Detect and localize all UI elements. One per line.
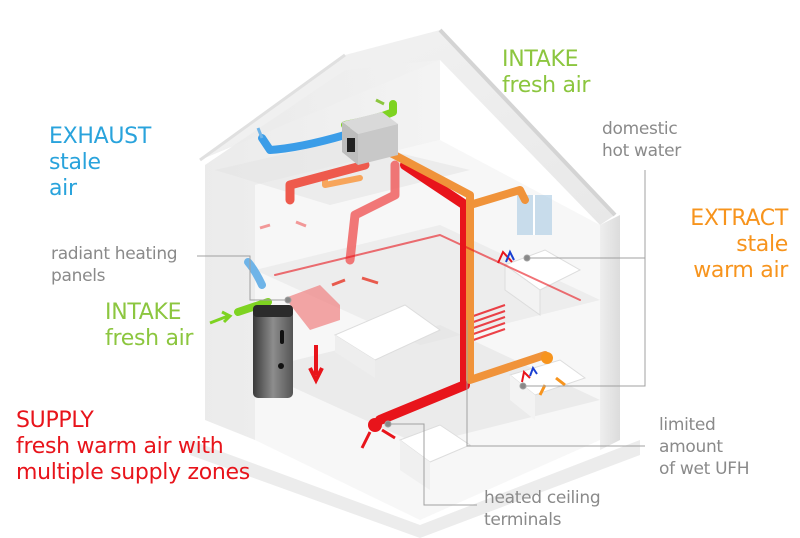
supply-duct-branch [345, 160, 400, 265]
supply-arrow-down [308, 345, 324, 385]
supply-label: SUPPLY fresh warm air with multiple supp… [16, 408, 250, 486]
domestic-line1: domestic [602, 119, 678, 139]
supply-terminal-ground [368, 418, 382, 432]
radiant-heating-panel [285, 285, 340, 330]
airflow-arrows [209, 98, 566, 449]
domestic-line2: hot water [602, 141, 681, 161]
exhaust-duct-top [258, 131, 349, 154]
extract-arrow-bath [538, 376, 566, 396]
tap-hot-upper [497, 250, 513, 264]
extract-line1: stale [736, 232, 788, 257]
intake-top-label: INTAKE fresh air [502, 47, 590, 99]
bed [333, 304, 441, 361]
radiant-line1: radiant heating [51, 244, 178, 264]
kitchen-unit-side [400, 440, 430, 490]
ceiling-line1: heated ceiling [484, 488, 601, 508]
supply-duct-main [375, 160, 470, 425]
sink-unit-side [510, 375, 535, 420]
cylinder-top [253, 305, 293, 317]
tap-cold-lower [529, 365, 538, 377]
exhaust-line2: air [49, 176, 77, 201]
extract-duct-main [381, 146, 549, 384]
leader-radiant [197, 255, 288, 301]
tap-cold-upper [505, 249, 515, 263]
intake-arrow-left [209, 310, 233, 325]
extract-duct-top-bath [466, 186, 529, 209]
leader-dot-radiant [284, 296, 292, 304]
mvhr-display [347, 138, 355, 152]
tap-hot-lower [521, 369, 531, 383]
leader-dot-domestic [523, 254, 531, 262]
intake-left-label: INTAKE fresh air [105, 300, 193, 352]
intake-left-line1: fresh air [105, 326, 194, 351]
exhaust-arrow-top [256, 127, 264, 139]
supply-line1: fresh warm air with [16, 434, 224, 459]
intake-duct-low [234, 298, 272, 316]
extract-label: EXTRACT stale warm air [690, 206, 788, 284]
supply-title: SUPPLY [16, 408, 94, 433]
mvhr-top [342, 112, 398, 134]
supply-arrow-upper [259, 220, 307, 230]
intake-arrow-top [375, 98, 385, 106]
ufh-line2: amount [659, 437, 723, 457]
leader-dot-bath [519, 382, 527, 390]
heat-recovery-unit-icon [342, 112, 398, 165]
tap-icon [497, 249, 538, 383]
mvhr-side [358, 124, 398, 165]
supply-line2: multiple supply zones [16, 460, 250, 485]
exhaust-line1: stale [49, 150, 101, 175]
leader-ufh [466, 320, 645, 447]
domestic-hot-water-label: domestic hot water [602, 118, 681, 162]
leader-ceiling [388, 423, 477, 506]
exhaust-duct-low [244, 258, 266, 289]
radiant-line2: panels [51, 266, 106, 286]
supply-arrow-ground-2 [381, 428, 396, 440]
extract-title: EXTRACT [690, 206, 788, 231]
ufh-coil [461, 304, 506, 345]
ufh-line3: of wet UFH [659, 459, 750, 479]
wet-ufh-label: limited amount of wet UFH [659, 414, 750, 480]
extract-terminal [541, 352, 553, 364]
exhaust-label: EXHAUST stale air [49, 124, 151, 202]
leader-dot-ceiling [384, 420, 392, 428]
radiant-panel-pipe [274, 234, 581, 301]
intake-top-line1: fresh air [502, 73, 591, 98]
leader-wet-ufh-bath [523, 258, 646, 387]
first-floor [255, 225, 600, 345]
cylinder-handle [280, 330, 284, 344]
right-wall [600, 215, 620, 450]
supply-arrow-room-1 [331, 276, 379, 287]
supply-duct-upper [285, 160, 370, 205]
extract-line2: warm air [693, 258, 788, 283]
ceiling-line2: terminals [484, 510, 562, 530]
gable-edge [438, 28, 617, 217]
ufh-pipe [461, 304, 506, 345]
bed-side [335, 335, 375, 378]
ufh-line1: limited [659, 415, 716, 435]
left-wall [205, 60, 440, 440]
leader-lines [197, 170, 646, 506]
kitchen-unit [398, 424, 472, 463]
ceiling-terminals-label: heated ceiling terminals [484, 487, 601, 531]
exhaust-title: EXHAUST [49, 124, 151, 149]
cylinder-body [253, 308, 293, 398]
bathtub-side [504, 264, 541, 316]
intake-left-title: INTAKE [105, 300, 182, 325]
intake-top-title: INTAKE [502, 47, 579, 72]
supply-arrow-ground-1 [360, 431, 372, 449]
heat-pump-cylinder-icon [253, 305, 293, 398]
radiant-heating-label: radiant heating panels [51, 243, 178, 287]
cylinder-knob [278, 363, 284, 369]
gable-edge-left [199, 53, 346, 162]
